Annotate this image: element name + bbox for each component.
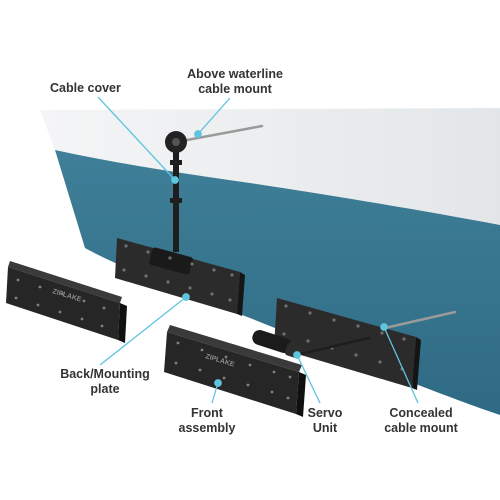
mounting-plate-edge (237, 272, 245, 316)
loose-back-plate-end (118, 303, 127, 343)
loose-back-plate-bolts (14, 278, 106, 328)
concealed-cable-line (383, 310, 457, 330)
back-mounting-plate-installed (115, 238, 245, 316)
loose-back-plate: ZIPLAKE (6, 261, 127, 343)
waterline-cable-line (185, 124, 264, 142)
servo-housing (149, 247, 193, 275)
leader-above-waterline (197, 97, 231, 135)
front-assembly-bolts (174, 341, 292, 400)
loose-back-plate-top (8, 261, 122, 303)
loose-front-assembly: ZIPLAKE (164, 325, 306, 417)
leader-servo-unit (296, 354, 321, 404)
cable-cover (170, 152, 182, 252)
front-assembly-face (164, 332, 299, 414)
concealed-plate-bolts (282, 304, 406, 371)
concealed-plate-edge (412, 337, 421, 390)
cable-cover-bracket-1 (170, 160, 182, 165)
label-above-waterline: Above waterline cable mount (187, 67, 283, 96)
waterline-mount-center (172, 138, 180, 146)
label-front-assembly: Front assembly (178, 406, 236, 435)
leader-concealed-mount (383, 326, 419, 404)
label-cable-cover: Cable cover (50, 81, 121, 95)
leader-lines (97, 96, 419, 404)
loose-back-plate-face (6, 267, 120, 340)
front-assembly-top (167, 325, 302, 372)
front-assembly-end (296, 372, 306, 417)
label-concealed-mount: Concealed cable mount (384, 406, 458, 435)
above-waterline-mount (165, 124, 264, 153)
mounting-plate-bolts (122, 244, 234, 302)
label-servo-unit: Servo Unit (307, 406, 343, 435)
hull-deck-band (40, 108, 500, 225)
leader-back-mounting (99, 296, 187, 366)
mounting-plate-body (115, 238, 240, 314)
leader-cable-cover (97, 96, 176, 181)
cable-cover-bracket-2 (170, 198, 182, 203)
servo-body (252, 329, 292, 353)
servo-cable (299, 336, 371, 356)
label-back-mounting: Back/Mounting plate (60, 367, 150, 396)
